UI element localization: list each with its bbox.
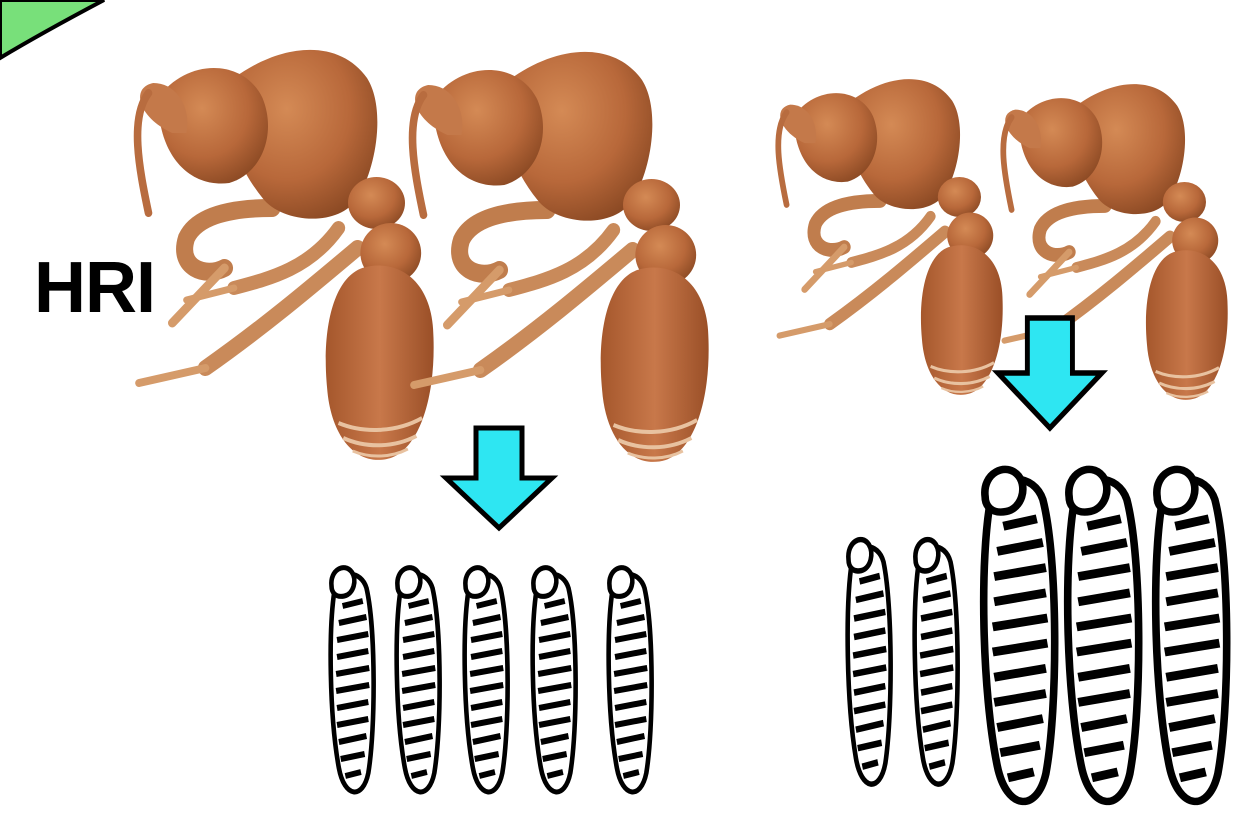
corner-badge (0, 0, 104, 58)
larva-icon (848, 540, 891, 785)
larva-icon (915, 540, 958, 785)
down-arrow-icon (446, 428, 552, 528)
ant-icon (138, 50, 434, 460)
left-ant-group (138, 50, 709, 462)
right-larvae-group (848, 469, 1227, 801)
larva-icon (609, 568, 652, 792)
ant-icon (413, 52, 709, 462)
larva-icon (984, 469, 1055, 801)
down-arrow-icon (998, 318, 1102, 428)
larva-icon (331, 568, 374, 792)
right-ant-group (778, 79, 1227, 400)
larva-icon (397, 568, 440, 792)
larva-icon (465, 568, 508, 792)
treatment-label: HRI (34, 252, 155, 324)
ant-icon (778, 79, 1002, 395)
left-larvae-group (331, 568, 652, 792)
larva-icon (1156, 469, 1227, 801)
larva-icon (1068, 469, 1139, 801)
larva-icon (533, 568, 576, 792)
